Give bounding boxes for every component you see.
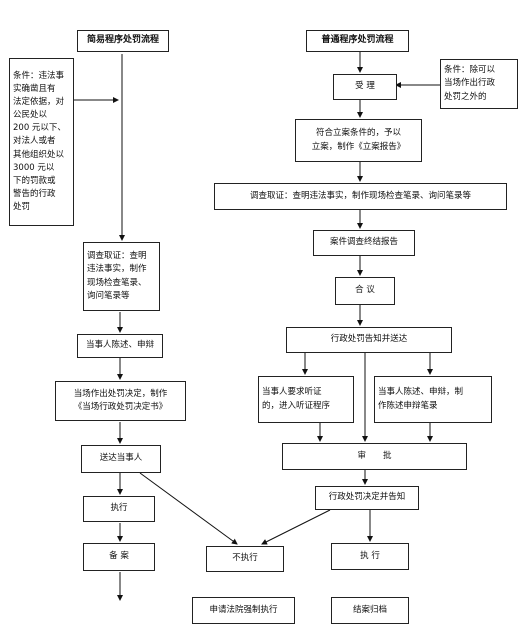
general-investigate-box: 调查取证：查明违法事实，制作现场检查笔录、询问笔录等 bbox=[214, 183, 507, 210]
simple-statement-box: 当事人陈述、申辩 bbox=[77, 334, 163, 358]
simple-investigate-box: 调查取证：查明 违法事实，制作 现场检查笔录、 询问笔录等 bbox=[83, 242, 160, 311]
general-file-case-box: 符合立案条件的，予以 立案，制作《立案报告》 bbox=[295, 119, 422, 162]
general-report-box: 案件调查终结报告 bbox=[313, 230, 415, 256]
simple-record-box: 备 案 bbox=[83, 543, 155, 571]
general-approve-box: 审 批 bbox=[282, 443, 467, 470]
simple-procedure-title: 简易程序处罚流程 bbox=[77, 30, 169, 52]
simple-procedure-condition: 条件：违法事 实确凿且有 法定依据，对 公民处以 200 元以下、 对法人或者 … bbox=[9, 58, 74, 226]
court-enforcement-box: 申请法院强制执行 bbox=[192, 597, 295, 624]
simple-deliver-box: 送达当事人 bbox=[81, 445, 161, 473]
simple-decision-box: 当场作出处罚决定，制作 《当场行政处罚决定书》 bbox=[55, 381, 186, 421]
general-accept-box: 受 理 bbox=[333, 74, 397, 100]
general-procedure-condition: 条件：除可以 当场作出行政 处罚之外的 bbox=[440, 59, 518, 109]
general-procedure-title: 普通程序处罚流程 bbox=[306, 30, 409, 52]
arrow-simple-deliver-to-not-execute bbox=[139, 472, 238, 545]
general-notify-box: 行政处罚告知并送达 bbox=[286, 327, 452, 353]
general-execute-box: 执 行 bbox=[331, 543, 409, 570]
general-decision-notice-box: 行政处罚决定并告知 bbox=[315, 486, 419, 510]
general-defense-box: 当事人陈述、申辩，制 作陈述申辩笔录 bbox=[374, 376, 492, 423]
simple-execute-box: 执行 bbox=[83, 496, 155, 522]
general-hearing-box: 当事人要求听证 的，进入听证程序 bbox=[258, 376, 354, 423]
not-execute-box: 不执行 bbox=[206, 546, 284, 572]
close-case-box: 结案归档 bbox=[331, 597, 409, 624]
general-discuss-box: 合 议 bbox=[335, 277, 395, 305]
arrow-general-decision-to-not-execute bbox=[261, 509, 331, 545]
